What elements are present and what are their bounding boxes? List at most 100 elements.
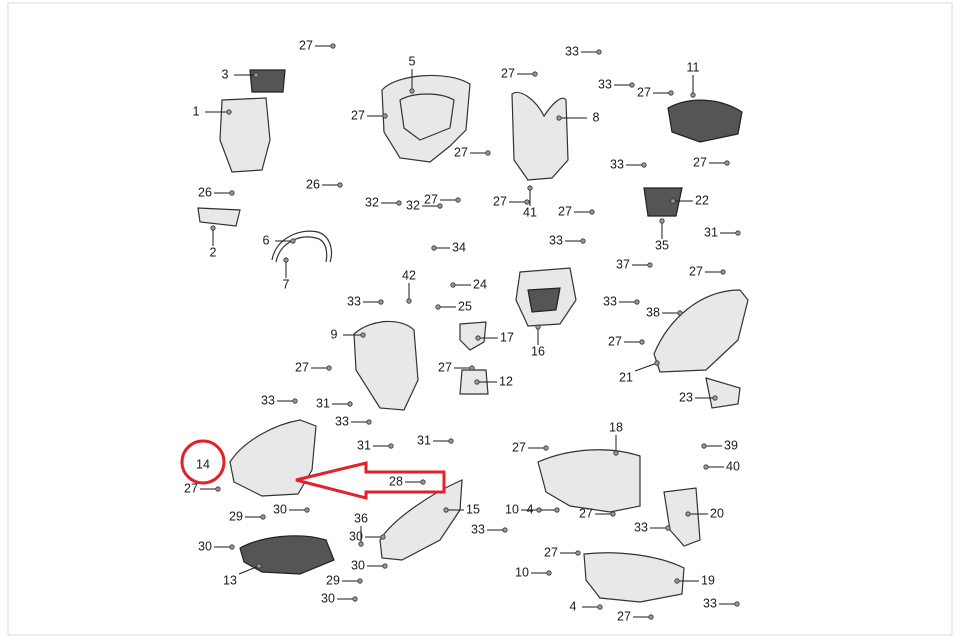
fastener-mark [654,360,660,366]
callout-label-27: 27 [579,506,593,520]
fastener-mark [546,570,552,576]
callout-label-30: 30 [198,539,212,553]
fastener-mark [735,230,741,236]
fastener-mark [357,578,363,584]
callout-label-9: 9 [331,327,338,341]
fastener-mark [260,514,266,520]
fastener-mark [502,527,508,533]
callout-label-31: 31 [704,225,718,239]
part-bracket-3 [249,69,286,93]
fastener-mark [292,398,298,404]
callout-label-30: 30 [273,502,287,516]
callout-label-27: 27 [501,66,515,80]
fastener-mark [360,332,366,338]
fastener-mark [589,209,595,215]
callout-label-30: 30 [351,558,365,572]
fastener-mark [532,71,538,77]
callout-label-33: 33 [703,596,717,610]
callout-label-41: 41 [523,205,537,219]
fastener-mark [409,88,415,94]
fastener-mark [535,324,541,330]
callout-label-33: 33 [603,294,617,308]
part-rear-cover-18 [537,449,641,513]
callout-leader-21 [634,362,658,372]
callout-label-27: 27 [512,440,526,454]
fastener-mark [437,203,443,209]
callout-label-16: 16 [531,344,545,358]
callout-label-26: 26 [198,185,212,199]
fastener-mark [450,282,456,288]
fastener-mark [388,443,394,449]
callout-label-7: 7 [283,277,290,291]
callout-label-22: 22 [695,193,709,207]
fastener-mark [580,238,586,244]
callout-label-13: 13 [223,573,237,587]
part-headlight-16 [515,267,577,327]
fastener-mark [597,604,603,610]
fastener-mark [685,511,691,517]
callout-label-27: 27 [351,108,365,122]
fastener-mark [366,419,372,425]
fastener-mark [575,550,581,556]
callout-label-27: 27 [558,204,572,218]
part-cover-23 [705,377,741,409]
callout-label-33: 33 [634,520,648,534]
fastener-mark [724,160,730,166]
part-side-cover-19 [583,552,685,603]
part-vent-22 [643,187,683,217]
diagram-frame [7,2,953,636]
callout-label-30: 30 [349,529,363,543]
part-rail-6 [271,230,333,263]
part-rear-body-21 [653,289,749,373]
fastener-mark [290,238,296,244]
fastener-mark [448,438,454,444]
callout-label-32: 32 [365,195,379,209]
callout-label-5: 5 [409,54,416,68]
fastener-mark [610,511,616,517]
callout-label-31: 31 [357,438,371,452]
fastener-mark [326,365,332,371]
callout-label-27: 27 [184,481,198,495]
highlight-arrow [295,461,446,500]
callout-label-15: 15 [466,502,480,516]
part-leg-shield-9 [353,320,419,411]
fastener-mark [226,109,232,115]
callout-label-27: 27 [299,38,313,52]
callout-label-36: 36 [354,511,368,525]
callout-label-33: 33 [565,44,579,58]
part-cover-12 [459,369,489,395]
callout-label-38: 38 [646,305,660,319]
callout-label-24: 24 [473,277,487,291]
fastener-mark [378,299,384,305]
callout-label-20: 20 [710,506,724,520]
fastener-mark [703,464,709,470]
fastener-mark [229,544,235,550]
highlight-ring [180,439,226,485]
callout-label-39: 39 [724,438,738,452]
fastener-mark [431,245,437,251]
fastener-mark [668,90,674,96]
fastener-mark [475,335,481,341]
fastener-mark [330,43,336,49]
fastener-mark [455,197,461,203]
callout-label-27: 27 [438,360,452,374]
part-fairing-11 [667,99,743,143]
part-inner-panel-8 [511,91,569,181]
callout-label-4: 4 [570,599,577,613]
fastener-mark [543,445,549,451]
callout-label-6: 6 [263,233,270,247]
callout-label-42: 42 [402,268,416,282]
fastener-mark [641,162,647,168]
callout-label-1: 1 [193,104,200,118]
callout-label-33: 33 [261,393,275,407]
fastener-mark [674,578,680,584]
callout-label-27: 27 [617,609,631,623]
fastener-mark [596,49,602,55]
callout-label-10: 10 [505,502,519,516]
callout-label-40: 40 [726,459,740,473]
fastener-mark [380,534,386,540]
part-bracket-2 [197,207,241,227]
callout-label-27: 27 [493,194,507,208]
callout-label-10: 10 [515,565,529,579]
